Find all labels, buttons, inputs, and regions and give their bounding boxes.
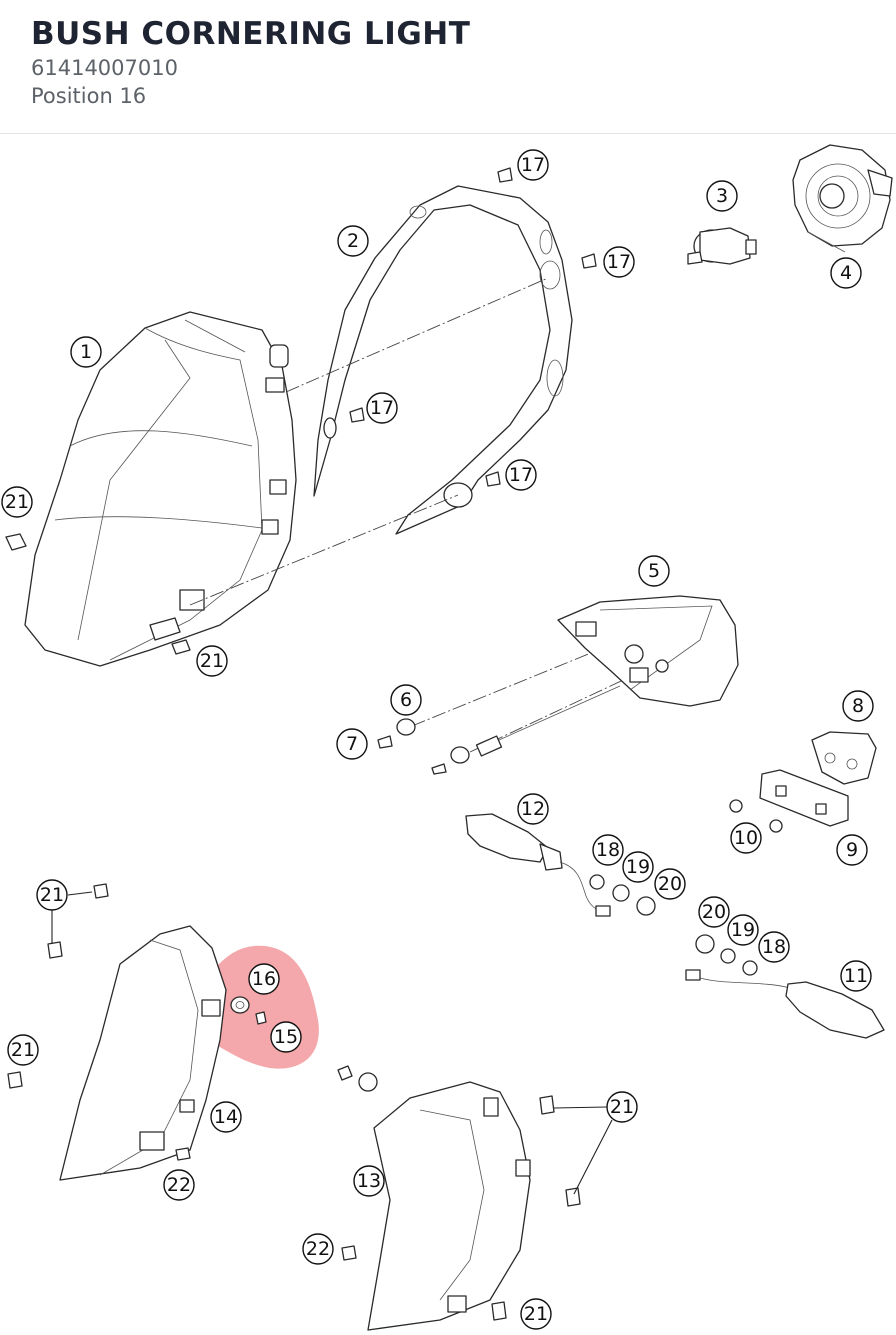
part-license-lamp[interactable] (811, 731, 877, 785)
callout-18-rear[interactable]: 18 (758, 931, 790, 963)
callout-21-left-lower[interactable]: 21 (7, 1034, 39, 1066)
callout-3[interactable]: 3 (706, 180, 738, 212)
callout-17-top[interactable]: 17 (517, 149, 549, 181)
svg-text:19: 19 (626, 856, 650, 878)
part-screw-17[interactable] (349, 167, 597, 487)
svg-text:8: 8 (852, 695, 864, 717)
part-clip[interactable] (5, 533, 581, 1321)
callout-20-front[interactable]: 20 (654, 868, 686, 900)
part-washer-19b[interactable] (720, 948, 736, 964)
svg-text:20: 20 (702, 901, 726, 923)
callout-21-bottom[interactable]: 21 (520, 1298, 552, 1330)
svg-text:19: 19 (731, 919, 755, 941)
svg-text:10: 10 (734, 827, 758, 849)
svg-text:3: 3 (716, 185, 728, 207)
callout-15[interactable]: 15 (270, 1021, 302, 1053)
part-screw-22[interactable] (175, 1147, 357, 1261)
callout-19-rear[interactable]: 19 (727, 914, 759, 946)
svg-text:21: 21 (524, 1303, 548, 1325)
callout-17-lower[interactable]: 17 (505, 459, 537, 491)
svg-text:5: 5 (648, 560, 660, 582)
part-bush-20[interactable] (636, 896, 656, 916)
svg-text:21: 21 (200, 650, 224, 672)
part-screw-bush-13[interactable] (337, 1065, 378, 1092)
svg-text:20: 20 (658, 873, 682, 895)
callout-11[interactable]: 11 (840, 960, 872, 992)
svg-text:17: 17 (607, 251, 631, 273)
callout-22-right[interactable]: 22 (302, 1233, 334, 1265)
part-plate-holder[interactable] (759, 769, 849, 827)
position-label: Position 16 (31, 84, 147, 108)
part-turn-signal-front[interactable] (465, 813, 611, 917)
part-washer-19[interactable] (612, 884, 630, 902)
part-washer[interactable] (396, 718, 470, 764)
part-headlight[interactable] (24, 311, 297, 667)
callout-13[interactable]: 13 (353, 1165, 385, 1197)
callout-12[interactable]: 12 (517, 793, 549, 825)
page-title: BUSH CORNERING LIGHT (31, 16, 471, 52)
callout-21-right[interactable]: 21 (606, 1091, 638, 1123)
part-number: 61414007010 (31, 56, 178, 80)
svg-text:11: 11 (844, 965, 868, 987)
callout-17-upper-right[interactable]: 17 (603, 246, 635, 278)
part-bush-16[interactable] (230, 996, 250, 1014)
callout-6[interactable]: 6 (390, 684, 422, 716)
callout-4[interactable]: 4 (830, 257, 862, 289)
svg-text:17: 17 (370, 397, 394, 419)
part-washer-18b[interactable] (742, 960, 758, 976)
svg-text:22: 22 (306, 1238, 330, 1260)
svg-text:15: 15 (274, 1026, 298, 1048)
svg-text:18: 18 (762, 936, 786, 958)
svg-text:18: 18 (596, 839, 620, 861)
callout-17-middle[interactable]: 17 (366, 392, 398, 424)
callout-1[interactable]: 1 (70, 336, 102, 368)
callout-21-left-middle[interactable]: 21 (36, 879, 68, 911)
svg-text:7: 7 (346, 733, 358, 755)
callout-21-headlight-bottom[interactable]: 21 (196, 645, 228, 677)
part-screw[interactable] (377, 735, 447, 775)
part-turn-signal-rear[interactable] (685, 969, 885, 1039)
svg-text:22: 22 (167, 1174, 191, 1196)
callout-20-rear[interactable]: 20 (698, 896, 730, 928)
callout-9[interactable]: 9 (836, 834, 868, 866)
svg-text:21: 21 (40, 884, 64, 906)
svg-text:21: 21 (11, 1039, 35, 1061)
svg-text:16: 16 (252, 968, 276, 990)
callout-18-front[interactable]: 18 (592, 834, 624, 866)
part-cornering-light-right[interactable] (367, 1081, 531, 1331)
svg-text:12: 12 (521, 798, 545, 820)
svg-text:13: 13 (357, 1170, 381, 1192)
callout-5[interactable]: 5 (638, 555, 670, 587)
part-bulb[interactable] (687, 227, 757, 265)
callout-8[interactable]: 8 (842, 690, 874, 722)
part-nut[interactable] (729, 799, 783, 833)
callout-14[interactable]: 14 (210, 1101, 242, 1133)
part-cornering-light-left[interactable] (59, 925, 227, 1181)
svg-text:17: 17 (509, 464, 533, 486)
part-screw-15[interactable] (255, 1011, 267, 1025)
svg-text:2: 2 (347, 230, 359, 252)
part-dust-cap[interactable] (792, 144, 893, 253)
callout-2[interactable]: 2 (337, 225, 369, 257)
page-header: BUSH CORNERING LIGHT 61414007010 Positio… (0, 0, 896, 134)
part-bush-20b[interactable] (695, 934, 715, 954)
svg-text:14: 14 (214, 1106, 238, 1128)
callout-7[interactable]: 7 (336, 728, 368, 760)
svg-text:21: 21 (5, 491, 29, 513)
svg-text:1: 1 (80, 341, 92, 363)
svg-text:17: 17 (521, 154, 545, 176)
svg-text:21: 21 (610, 1096, 634, 1118)
callout-10[interactable]: 10 (730, 822, 762, 854)
svg-text:9: 9 (846, 839, 858, 861)
callout-22-left[interactable]: 22 (163, 1169, 195, 1201)
svg-text:4: 4 (840, 262, 852, 284)
part-tail-light[interactable] (557, 595, 739, 707)
callout-16[interactable]: 16 (248, 963, 280, 995)
part-frame[interactable] (313, 185, 573, 535)
callout-19-front[interactable]: 19 (622, 851, 654, 883)
svg-text:6: 6 (400, 689, 412, 711)
callout-21-left-upper[interactable]: 21 (1, 486, 33, 518)
part-washer-18[interactable] (589, 874, 605, 890)
